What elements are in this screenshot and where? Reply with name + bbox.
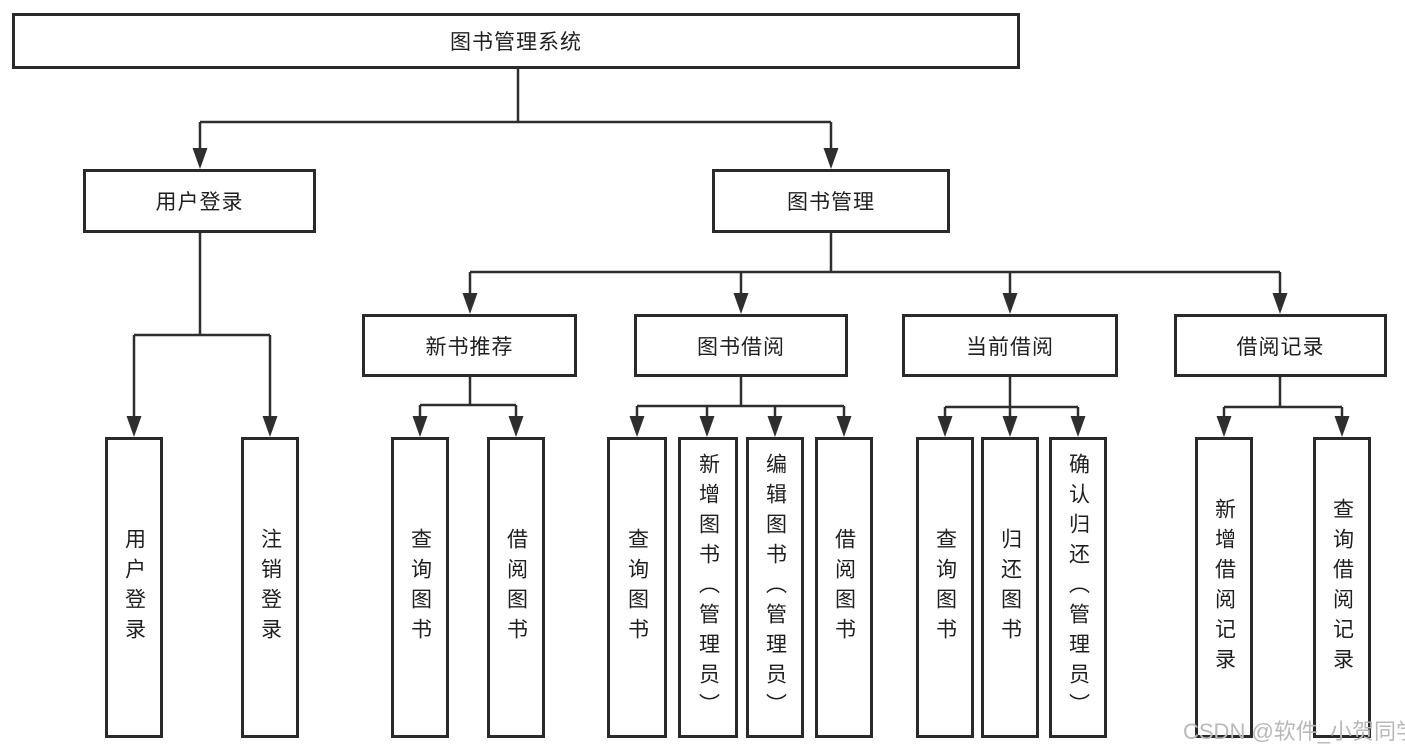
node-user-login-label: 用户登录 [155, 191, 244, 214]
leaf-nb-query-books-label: 查询图书 [408, 527, 432, 648]
leaf-cb-confirm-return-admin-label: 确认归还（管理员） [1066, 452, 1090, 723]
node-book-borrowing-label: 图书借阅 [697, 335, 785, 359]
node-library-management-system-label: 图书管理系统 [450, 31, 582, 54]
node-borrowing-records: 借阅记录 [1174, 314, 1387, 377]
leaf-cb-return-books-label: 归还图书 [998, 527, 1022, 648]
leaf-bb-add-books-admin-label: 新增图书（管理员） [696, 452, 720, 723]
leaf-logout: 注销登录 [241, 437, 299, 738]
node-book-management-label: 图书管理 [787, 191, 875, 214]
node-book-management: 图书管理 [712, 169, 950, 233]
leaf-br-query-record: 查询借阅记录 [1313, 437, 1371, 738]
node-book-borrowing: 图书借阅 [634, 314, 848, 377]
leaf-br-query-record-label: 查询借阅记录 [1330, 497, 1354, 678]
leaf-bb-query-books: 查询图书 [607, 437, 667, 738]
node-borrowing-records-label: 借阅记录 [1236, 335, 1325, 359]
arrowheads [126, 148, 1350, 437]
node-library-management-system: 图书管理系统 [12, 13, 1020, 69]
node-new-book-recommend: 新书推荐 [362, 314, 577, 377]
leaf-logout-label: 注销登录 [258, 527, 282, 648]
node-user-login: 用户登录 [83, 169, 316, 233]
watermark: CSDN @软件_小贺同学 [1183, 719, 1405, 744]
leaf-nb-query-books: 查询图书 [391, 437, 449, 738]
leaf-user-login-label: 用户登录 [122, 527, 146, 648]
leaf-bb-borrow-books-label: 借阅图书 [832, 527, 856, 648]
leaf-bb-borrow-books: 借阅图书 [815, 437, 873, 738]
leaf-cb-return-books: 归还图书 [981, 437, 1039, 738]
leaf-cb-query-books-label: 查询图书 [933, 527, 957, 648]
leaf-cb-confirm-return-admin: 确认归还（管理员） [1049, 437, 1107, 738]
node-current-borrowing-label: 当前借阅 [966, 335, 1054, 359]
leaf-br-add-record: 新增借阅记录 [1195, 437, 1253, 738]
leaf-br-add-record-label: 新增借阅记录 [1212, 497, 1236, 678]
node-current-borrowing: 当前借阅 [902, 314, 1118, 377]
leaf-nb-borrow-books: 借阅图书 [487, 437, 545, 738]
node-new-book-recommend-label: 新书推荐 [425, 335, 514, 359]
leaf-bb-query-books-label: 查询图书 [625, 527, 649, 648]
leaf-cb-query-books: 查询图书 [916, 437, 974, 738]
leaf-nb-borrow-books-label: 借阅图书 [504, 527, 528, 648]
leaf-bb-add-books-admin: 新增图书（管理员） [678, 437, 738, 738]
leaf-bb-edit-books-admin-label: 编辑图书（管理员） [763, 452, 787, 723]
leaf-bb-edit-books-admin: 编辑图书（管理员） [746, 437, 804, 738]
leaf-user-login: 用户登录 [105, 437, 163, 738]
